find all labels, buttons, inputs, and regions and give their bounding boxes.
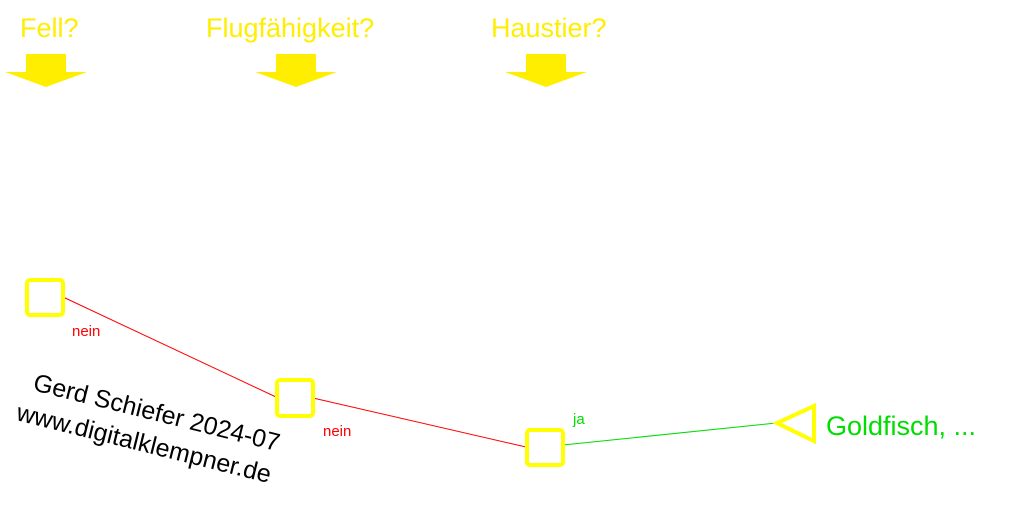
decision-node-haustier[interactable] [525,428,565,467]
question-label-fell: Fell? [20,13,79,43]
question-label-haustier: Haustier? [491,13,607,43]
arrow-down-icon [5,54,87,87]
arrow-down-icon [505,54,587,87]
question-label-flugfaehigkeit: Flugfähigkeit? [206,13,374,43]
arrow-down-icon [255,54,337,87]
edge-no-2 [312,397,527,448]
edge-label-nein-2: nein [323,423,351,440]
edge-yes [562,422,777,446]
leaf-label: Goldfisch, ... [826,411,976,441]
decision-node-fell[interactable] [25,278,65,317]
leaf-node[interactable] [772,402,816,445]
edge-no-1 [62,296,277,398]
edge-label-nein-1: nein [72,323,100,340]
decision-node-flugfaehigkeit[interactable] [275,378,315,418]
edge-label-ja: ja [572,411,585,428]
credit-block: Gerd Schiefer 2024-07 www.digitalklempne… [13,369,283,489]
